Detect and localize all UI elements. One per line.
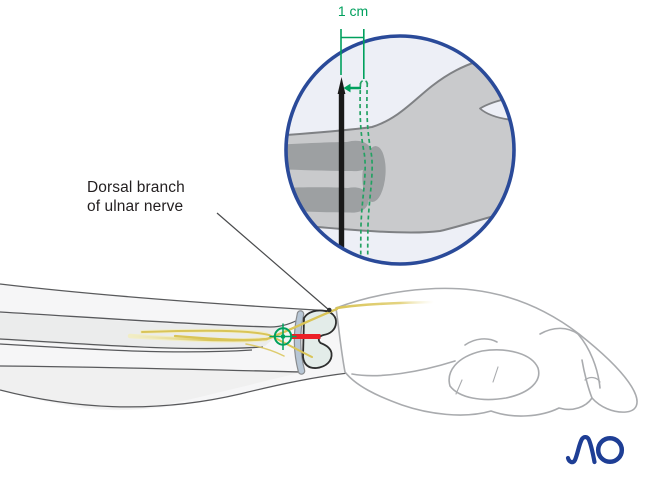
k-wire-icon (337, 77, 346, 253)
leader-line (216, 212, 332, 313)
ao-logo (565, 435, 625, 465)
hand-outline (335, 287, 638, 417)
nerve-over-hand-dorsum (335, 300, 436, 310)
offset-arrow-icon (343, 83, 361, 93)
ulnar-nerve (127, 300, 436, 358)
dorsal-branch-label-line2: of ulnar nerve (87, 198, 184, 215)
forearm-contour-lines (0, 283, 349, 408)
nerve-course-dashed-line (359, 79, 373, 264)
dorsal-branch-label-line1: Dorsal branch (87, 179, 185, 196)
hand-illustration (335, 287, 638, 417)
forearm-shading-lower (0, 367, 303, 410)
measurement-bracket (340, 29, 365, 79)
inset-circle-ring (284, 34, 516, 266)
retinaculum-band (293, 310, 306, 375)
dorsal-branch-label: Dorsal branch of ulnar nerve (87, 178, 185, 216)
forearm-illustration (0, 212, 638, 417)
inset-magnifier (284, 29, 516, 266)
entry-point-crosshair (269, 323, 297, 350)
measurement-1cm-label: 1 cm (337, 3, 369, 19)
